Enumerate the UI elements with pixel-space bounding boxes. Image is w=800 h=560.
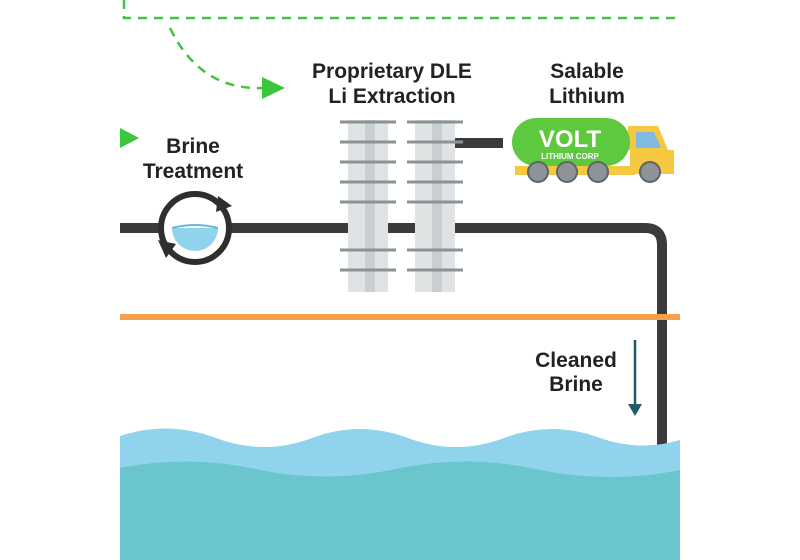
salable-label-line1: Salable bbox=[550, 60, 624, 83]
dashed-flow-arrow bbox=[122, 0, 680, 99]
right-margin bbox=[680, 0, 800, 560]
left-arrow-head-icon bbox=[120, 128, 139, 148]
left-margin bbox=[0, 0, 120, 560]
cleaned-brine-line1: Cleaned bbox=[535, 349, 617, 372]
salable-label-line2: Lithium bbox=[549, 85, 625, 108]
down-arrow-icon bbox=[628, 340, 642, 416]
dle-label-line2: Li Extraction bbox=[328, 85, 455, 108]
cleaned-brine-line2: Brine bbox=[549, 373, 603, 396]
aquifer-water bbox=[120, 428, 680, 560]
brine-treatment-line2: Treatment bbox=[143, 160, 243, 183]
extraction-column-2 bbox=[407, 120, 463, 292]
recycle-arrows-icon bbox=[158, 191, 232, 265]
dle-label-line1: Proprietary DLE bbox=[312, 60, 472, 83]
volt-logo-text: VOLT bbox=[539, 126, 602, 153]
volt-logo-sub: LITHIUM CORP bbox=[541, 152, 599, 161]
truck-icon: VOLT LITHIUM CORP bbox=[512, 118, 674, 183]
ground-line bbox=[120, 314, 680, 320]
brine-treatment-line1: Brine bbox=[166, 135, 220, 158]
arrow-head-icon bbox=[262, 77, 285, 99]
water-drop-icon bbox=[172, 228, 218, 251]
extraction-column-1 bbox=[340, 120, 396, 292]
